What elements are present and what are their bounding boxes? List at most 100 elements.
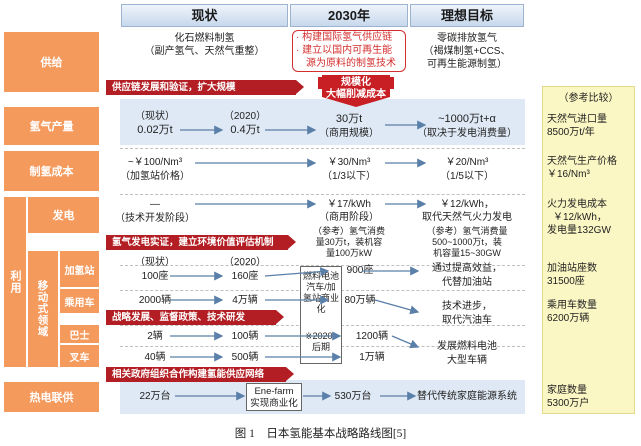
power-2030-note: （商用阶段） — [319, 212, 379, 223]
cost-current-note: （加氢站价格） — [120, 171, 190, 182]
fcv-box-line6: 后期 — [311, 342, 330, 352]
mobility-policy-banner: 战略发展、监督政策、技术研发 — [106, 310, 276, 325]
scale-up-label1: 规模化 — [318, 77, 394, 89]
reference-gas-price-label: 天然气生产价格 — [547, 156, 617, 167]
row-label-bus: 巴士 — [60, 325, 99, 343]
station-current-label: （现状） — [135, 257, 175, 268]
row-label-car: 乘用车 — [60, 289, 99, 313]
cost-ideal-value: ￥20/Nm³ — [445, 157, 489, 168]
production-2020-label: （2020） — [223, 111, 267, 122]
mobility-banner-arrowhead — [276, 310, 284, 324]
reference-cars-label: 乘用车数量 — [547, 300, 597, 311]
row-label-cost: 制氢成本 — [4, 151, 99, 191]
power-demo-banner: 氢气发电实证，建立环境价值评估机制 — [106, 235, 288, 250]
production-current-label: （现状） — [135, 111, 175, 122]
supply-banner-arrowhead — [296, 80, 304, 94]
power-current-note: （技术开发阶段） — [115, 213, 195, 224]
reference-thermal-cost-label: 火力发电成本 — [547, 199, 607, 210]
forklift-current-value: 40辆 — [144, 352, 166, 363]
chp-banner-arrowhead — [286, 367, 294, 381]
row-label-forklift: 叉车 — [60, 345, 99, 367]
reference-households-label: 家庭数量 — [547, 385, 587, 396]
power-banner-arrowhead — [288, 235, 296, 249]
row-label-mobility: 移动式领域 — [28, 251, 58, 367]
production-2030-note: （商用规模） — [319, 128, 379, 139]
station-ideal-line1: 通过提高效益， — [432, 263, 502, 274]
power-current-value: — — [150, 199, 160, 210]
reference-panel — [542, 86, 635, 414]
enefarm-line1: Ene-farm — [254, 386, 294, 397]
power-ideal-value: ￥12/kWh， — [440, 199, 494, 210]
station-2020-value: 160座 — [231, 271, 259, 282]
fcv-box-line2: 汽车/加 — [306, 282, 336, 292]
forklift-2030-value: 1万辆 — [359, 352, 385, 363]
car-2030-value: 80万辆 — [344, 295, 376, 306]
row-label-power: 发电 — [28, 197, 99, 233]
scale-up-label2: 大幅削减成本 — [326, 89, 386, 100]
supply-ideal-line1: 零碳排放氢气 — [437, 33, 497, 44]
reference-thermal-output: 发电量132GW — [547, 225, 611, 236]
row-divider — [120, 265, 525, 266]
reference-thermal-cost-value: ￥12/kWh， — [553, 212, 607, 223]
enefarm-line2: 实现商业化 — [250, 398, 298, 409]
reference-gas-import-value: 8500万t/年 — [547, 127, 595, 138]
reference-stations-value: 31500座 — [547, 276, 585, 287]
supply-chain-banner: 供应链发展和验证，扩大规模 — [106, 80, 296, 95]
production-2030-value: 30万t — [335, 113, 363, 125]
supply-current-line1: 化石燃料制氢 — [174, 33, 235, 44]
production-current-value: 0.02万t — [137, 124, 173, 136]
reference-households-value: 5300万户 — [547, 398, 590, 409]
column-header-2030: 2030年 — [290, 4, 408, 27]
station-2030-value: 900座 — [346, 265, 374, 276]
supply-ideal-line2: （褐煤制氢+CCS、 — [423, 46, 511, 57]
column-header-ideal: 理想目标 — [410, 4, 524, 27]
bus-ideal-line2: 大型车辆 — [447, 355, 487, 366]
car-ideal-line2: 取代汽油车 — [442, 315, 492, 326]
power-2030-ref1: （参考）氢气消费 — [312, 226, 385, 236]
power-2030-value: ￥17/kWh — [327, 199, 371, 210]
power-2030-ref2: 量30万t，装机容 — [315, 237, 383, 247]
station-2020-label: （2020） — [223, 257, 267, 268]
power-ideal-ref2: 500~1000万t，装 — [432, 237, 502, 247]
bus-2020-value: 100辆 — [231, 331, 259, 342]
row-label-production: 氢气产量 — [4, 107, 99, 145]
supply-2030-line1: · 构建国际氢气供应链 — [296, 32, 393, 43]
cost-ideal-note: （1/5以下） — [440, 171, 494, 182]
supply-current-line2: （副产氢气、天然气重整） — [144, 46, 265, 57]
car-ideal-line1: 技术进步， — [442, 301, 492, 312]
row-label-chp: 热电联供 — [4, 382, 99, 412]
chp-network-banner: 相关政府组织合作构建氢能供应网络 — [106, 367, 286, 382]
station-ideal-line2: 代替加油站 — [442, 277, 492, 288]
enefarm-box: Ene-farm 实现商业化 — [246, 383, 302, 411]
supply-2030-line2: · 建立以国内可再生能 — [296, 45, 393, 56]
supply-ideal-line3: 可再生能源制氢） — [427, 59, 507, 70]
reference-gas-price-value: ￥16/Nm³ — [547, 169, 590, 180]
reference-title: （参考比较） — [558, 93, 619, 104]
fcv-box-line4: 化 — [316, 304, 326, 314]
power-ideal-note: 取代天然气火力发电 — [422, 212, 512, 223]
chp-2030-value: 530万台 — [334, 391, 372, 402]
bus-2030-value: 1200辆 — [355, 331, 389, 342]
row-label-station: 加氢站 — [60, 251, 99, 287]
row-label-supply: 供给 — [4, 32, 99, 92]
cost-2030-value: ￥30/Nm³ — [327, 157, 371, 168]
car-current-value: 2000辆 — [138, 295, 172, 306]
chp-current-value: 22万台 — [139, 391, 171, 402]
row-divider — [120, 194, 525, 195]
forklift-2020-value: 500辆 — [231, 352, 259, 363]
production-band — [120, 107, 525, 145]
reference-gas-import-label: 天然气进口量 — [547, 114, 607, 125]
station-current-value: 100座 — [141, 271, 169, 282]
supply-2030-box — [292, 30, 406, 72]
reference-stations-label: 加油站座数 — [547, 263, 597, 274]
row-divider — [120, 148, 525, 149]
cost-current-value: ~￥100/Nm³ — [127, 157, 183, 168]
supply-2030-line3: 源为原料的制氢技术 — [306, 58, 396, 69]
production-2020-value: 0.4万t — [230, 124, 260, 136]
power-2030-ref3: 量100万kW — [325, 248, 372, 258]
column-header-current: 现状 — [121, 4, 288, 27]
reference-cars-value: 6200万辆 — [547, 313, 590, 324]
bus-current-value: 2辆 — [147, 331, 163, 342]
cost-2030-note: （1/3以下） — [322, 171, 376, 182]
